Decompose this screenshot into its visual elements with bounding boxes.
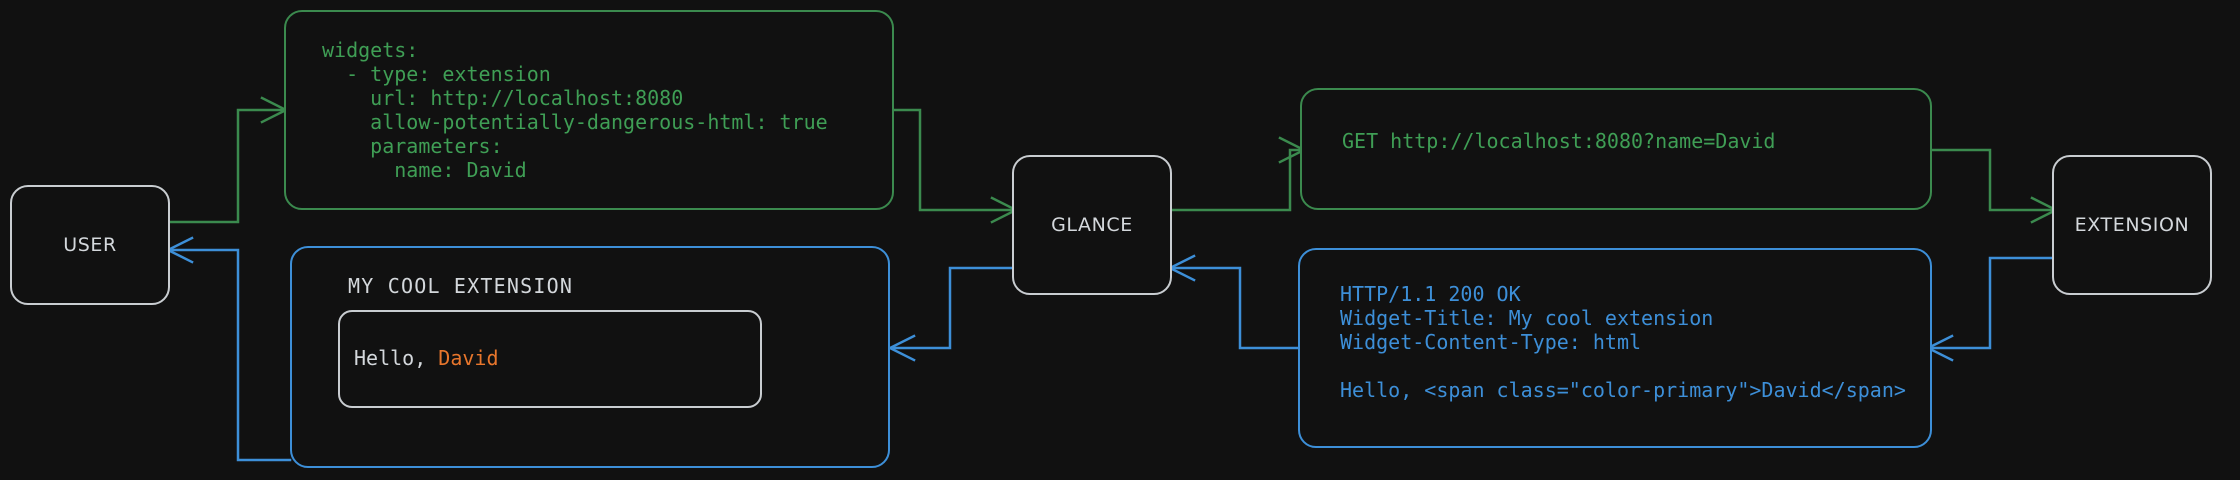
wire-response-to-glance [1172, 266, 1300, 350]
widget-title: MY COOL EXTENSION [348, 274, 574, 298]
wire-widget-to-user [170, 248, 292, 462]
arrowhead-widget-in [887, 334, 916, 362]
wire-config-to-glance [891, 108, 1014, 212]
wire-glance-to-widget [892, 266, 1014, 350]
node-glance[interactable]: GLANCE [1012, 155, 1172, 295]
response-block-text: HTTP/1.1 200 OK Widget-Title: My cool ex… [1340, 282, 1906, 402]
wire-glance-to-request [1168, 148, 1302, 212]
widget-greeting-prefix: Hello, [354, 346, 439, 370]
node-glance-label: GLANCE [1051, 214, 1133, 236]
rendered-widget-block: MY COOL EXTENSION Hello, David [290, 246, 890, 468]
response-block: HTTP/1.1 200 OK Widget-Title: My cool ex… [1298, 248, 1932, 448]
config-block-text: widgets: - type: extension url: http://l… [322, 38, 828, 182]
wire-request-to-extension [1928, 148, 2054, 212]
wire-extension-to-response [1930, 256, 2054, 350]
request-block: GET http://localhost:8080?name=David [1300, 88, 1932, 210]
widget-greeting: Hello, David [354, 346, 499, 370]
request-block-text: GET http://localhost:8080?name=David [1342, 129, 1776, 153]
widget-card [338, 310, 762, 408]
arrowhead-config-in [260, 96, 289, 124]
node-extension[interactable]: EXTENSION [2052, 155, 2212, 295]
arrowhead-glance-response-in [1167, 254, 1196, 282]
node-user[interactable]: USER [10, 185, 170, 305]
arrowhead-user-in [165, 236, 194, 264]
widget-greeting-name: David [438, 346, 499, 370]
wire-user-to-config [168, 108, 284, 224]
config-block: widgets: - type: extension url: http://l… [284, 10, 894, 210]
node-extension-label: EXTENSION [2074, 214, 2190, 236]
node-user-label: USER [63, 234, 117, 256]
